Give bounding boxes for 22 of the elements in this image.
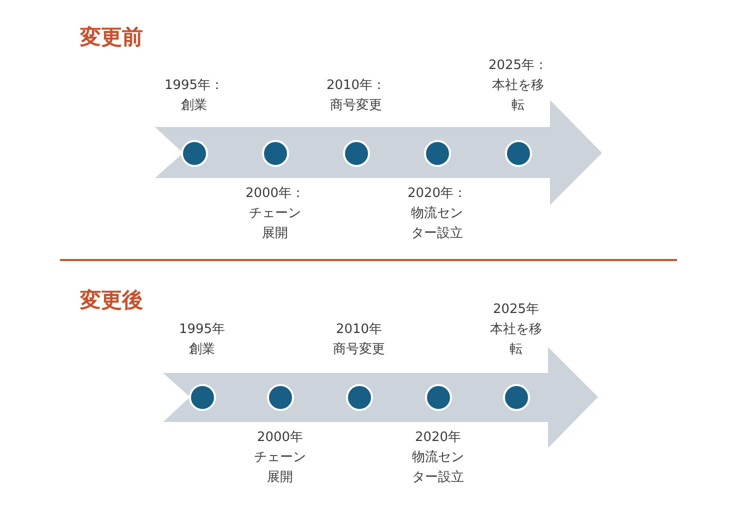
event-label: 創業 [181, 97, 207, 115]
year-label: 2000年 [256, 429, 304, 447]
year-label: 2010年： [326, 77, 386, 95]
event-label: 商号変更 [330, 97, 382, 115]
year-label: 2025年 [492, 301, 540, 319]
year-label: 2020年： [407, 185, 467, 203]
year-label: 1995年 [178, 321, 226, 339]
year-label: 2000年： [245, 185, 305, 203]
year-label: 2010年 [336, 321, 382, 339]
event-label: チェーン展開 [253, 449, 307, 487]
event-label: 物流センター設立 [410, 205, 464, 243]
event-label: 創業 [189, 341, 215, 359]
event-label: 物流センター設立 [411, 449, 465, 487]
year-label: 1995年： [164, 77, 224, 95]
event-label: 本社を移転 [489, 321, 543, 359]
year-label: 2025年： [488, 57, 548, 75]
event-label: 商号変更 [333, 341, 385, 359]
section-heading: 変更前 [80, 24, 143, 50]
event-label: チェーン展開 [248, 205, 302, 243]
year-label: 2020年 [414, 429, 462, 447]
event-label: 本社を移転 [491, 77, 545, 115]
section-heading: 変更後 [80, 287, 143, 313]
